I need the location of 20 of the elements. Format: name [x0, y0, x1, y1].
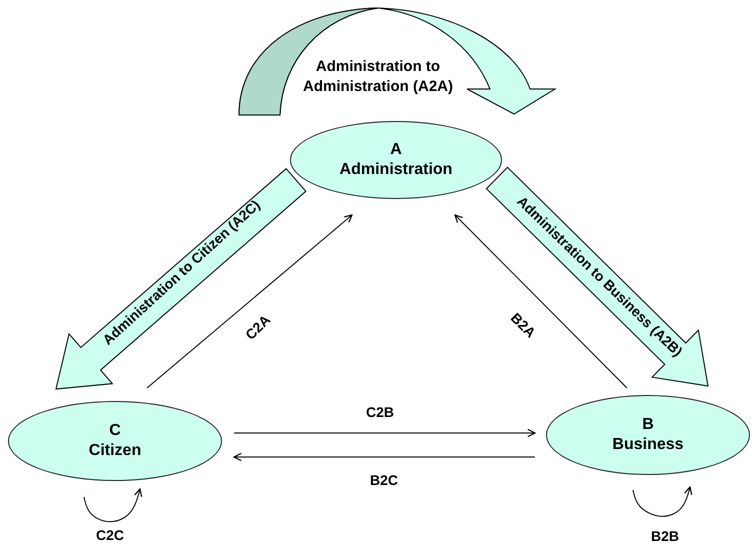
loop-arrow	[632, 486, 692, 517]
node-label: Citizen	[88, 441, 142, 461]
edge-label: B2B	[650, 528, 679, 544]
arrow	[146, 214, 353, 388]
node-label: Business	[612, 435, 684, 455]
node-letter: C	[109, 421, 121, 441]
node-label: Administration	[340, 160, 452, 180]
node-letter: B	[642, 415, 654, 435]
loop-arrow	[84, 488, 142, 522]
edge-label: B2C	[370, 472, 398, 488]
arrow	[233, 452, 536, 462]
arrow	[454, 214, 628, 388]
node-letter: A	[390, 140, 402, 160]
edge-label: C2B	[366, 404, 394, 420]
edge-label: C2C	[96, 526, 124, 544]
arrow	[234, 428, 536, 438]
block-arrow	[55, 168, 307, 390]
edge-label: Administration to Administration (A2A)	[303, 57, 453, 97]
edge-label: C2A	[242, 311, 274, 343]
block-arrow	[486, 166, 709, 387]
